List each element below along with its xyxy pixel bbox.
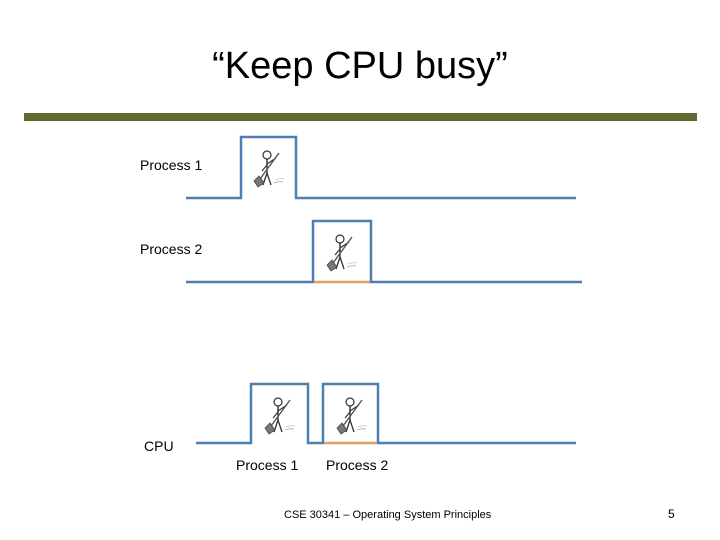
worker-shoveling-icon [253,150,285,188]
row-label-process-1: Process 1 [140,157,203,173]
title-divider [24,113,697,121]
cpu-burst-label-process-1: Process 1 [236,457,299,473]
cpu-timeline [196,382,576,445]
worker-shoveling-icon [264,397,296,435]
process-2-timeline [186,219,582,284]
footer-course-title: CSE 30341 – Operating System Principles [284,509,492,521]
worker-shoveling-icon [336,397,368,435]
row-label-cpu: CPU [144,438,174,454]
slide-title: “Keep CPU busy” [212,45,508,87]
row-label-process-2: Process 2 [140,241,203,257]
worker-shoveling-icon [326,234,358,272]
cpu-burst-label-process-2: Process 2 [326,457,389,473]
page-number: 5 [668,507,675,521]
process-1-timeline [186,135,576,200]
